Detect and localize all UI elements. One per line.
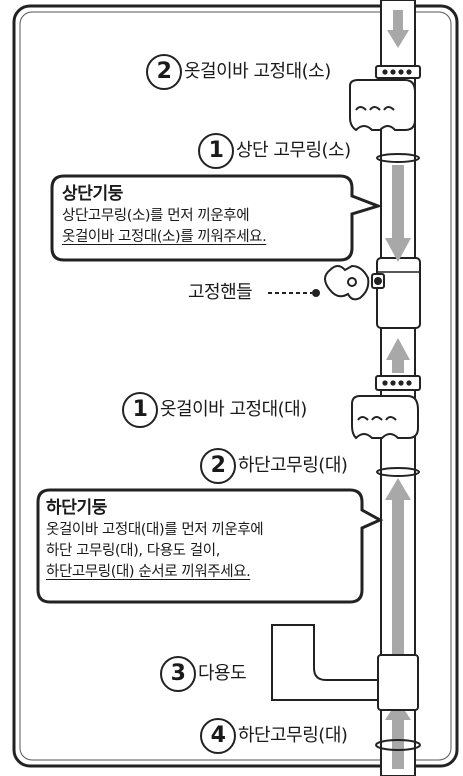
upper-note-line1: 상단고무링(소)를 먼저 끼운후에 xyxy=(62,208,250,224)
step-number: 1 xyxy=(122,392,158,428)
label-text: 다용도 xyxy=(198,663,247,684)
upper-note-bubble xyxy=(50,174,383,262)
arrow-top-down xyxy=(387,10,409,48)
lower-hanger-holder xyxy=(351,375,421,440)
step-number: 4 xyxy=(200,718,236,754)
lower-note-line3: 하단고무링(대) 순서로 끼워주세요. xyxy=(46,564,251,580)
coupling-joint xyxy=(376,257,421,329)
label-text: 하단고무링(대) xyxy=(238,725,348,746)
arrow-long-up xyxy=(385,478,411,654)
bottom-rubber-ring xyxy=(375,739,421,751)
step-number: 1 xyxy=(198,133,234,169)
label-text: 상단 고무링(소) xyxy=(236,140,351,161)
upper-note: 상단기둥 상단고무링(소)를 먼저 끼운후에 옷걸이바 고정대(소)를 끼워주세… xyxy=(62,182,267,248)
upper-note-line2: 옷걸이바 고정대(소)를 끼워주세요. xyxy=(62,229,267,245)
step-number: 2 xyxy=(200,448,236,484)
arrow-upper-down xyxy=(385,165,411,262)
lower-note-bubble xyxy=(36,488,384,604)
label-text: 고정핸들 xyxy=(188,282,253,303)
lower-note-line2: 하단 고무링(대), 다용도 걸이, xyxy=(46,543,220,559)
lower-note-title: 하단기둥 xyxy=(46,498,107,518)
label-text: 옷걸이바 고정대(대) xyxy=(160,399,307,420)
label-text: 옷걸이바 고정대(소) xyxy=(184,61,331,82)
step-number: 3 xyxy=(160,656,196,692)
lower-note-line1: 옷걸이바 고정대(대)를 먼저 끼운후에 xyxy=(46,522,264,538)
label-text: 하단고무링(대) xyxy=(238,455,348,476)
upper-note-title: 상단기둥 xyxy=(62,184,123,204)
upper-rubber-ring xyxy=(376,153,420,163)
step-number: 2 xyxy=(146,54,182,90)
knob-leader-dot xyxy=(312,289,320,297)
upper-hanger-holder xyxy=(349,65,421,132)
inner-frame xyxy=(19,11,452,761)
multipurpose-hook xyxy=(271,624,419,711)
label-knob: 고정핸들 xyxy=(188,282,253,303)
fixing-knob xyxy=(324,264,385,301)
lower-rubber-ring xyxy=(376,467,420,477)
lower-note: 하단기둥 옷걸이바 고정대(대)를 먼저 끼운후에 하단 고무링(대), 다용도… xyxy=(46,496,264,583)
arrow-lower-up xyxy=(386,338,410,373)
